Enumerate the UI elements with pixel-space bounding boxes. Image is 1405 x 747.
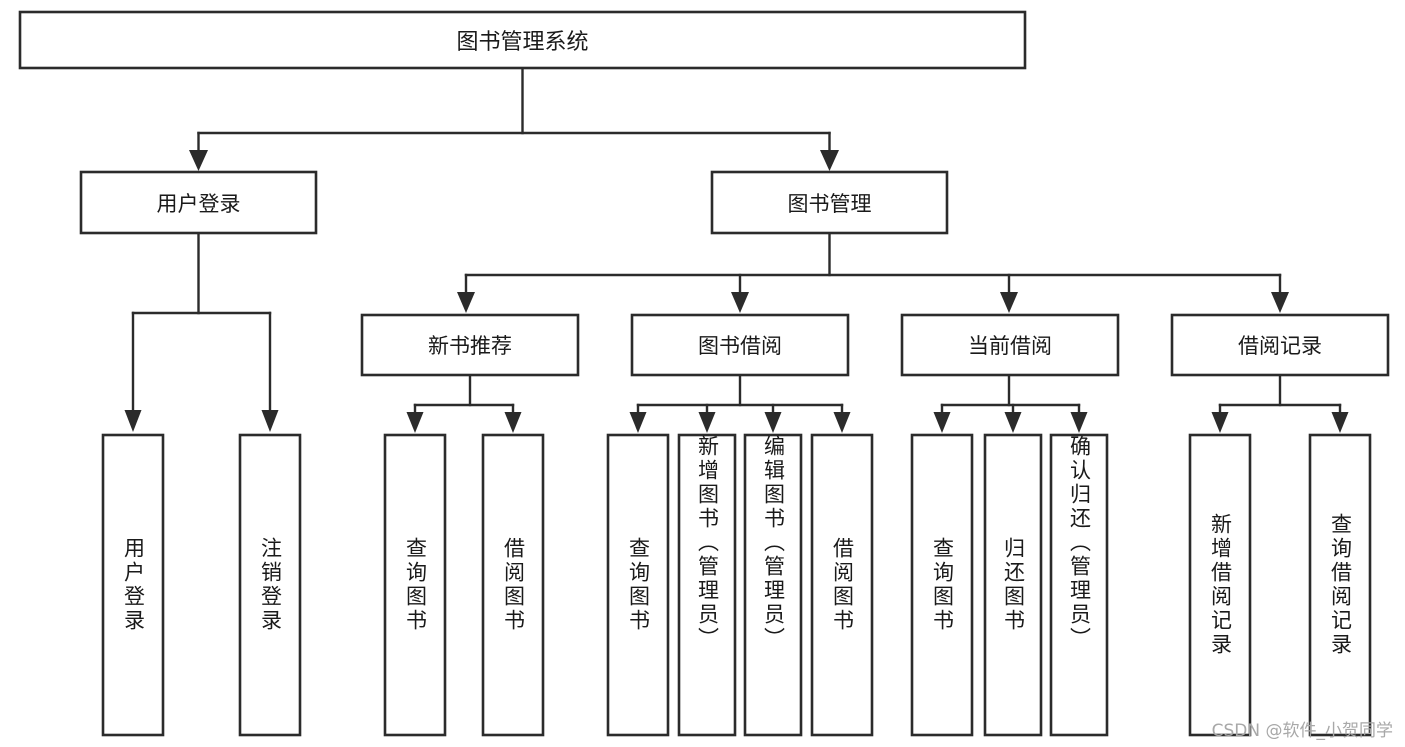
node-box-user-login[interactable] [79,170,318,235]
leaf-box-bb-add-book-admin[interactable] [677,433,737,737]
leaf-box-cb-return-book[interactable] [983,433,1043,737]
arrow-head-cb-query [933,412,951,433]
arrow-head-cb-return [1004,412,1022,433]
arrow-head-nb-query [406,412,424,433]
leaf-box-bb-query-book[interactable] [606,433,670,737]
arrow-head-br-add [1211,412,1229,433]
node-box-book-borrow[interactable] [630,313,850,377]
leaf-box-logout[interactable] [238,433,302,737]
leaf-box-cb-query-book[interactable] [910,433,974,737]
arrow-head-leaf-logout [261,410,279,432]
arrow-head-br-query [1331,412,1349,433]
arrow-head-new-book-rec [457,292,475,313]
node-box-new-book-recommend[interactable] [360,313,580,377]
leaf-box-user-login[interactable] [101,433,165,737]
arrow-head-cb-confirm [1070,412,1088,433]
arrow-head-user-login [189,150,208,171]
leaf-box-cb-confirm-return-admin[interactable] [1049,433,1109,737]
leaf-box-bb-edit-book-admin[interactable] [743,433,803,737]
arrow-head-bb-edit [764,412,782,433]
node-box-root[interactable] [18,10,1027,70]
node-box-borrow-record[interactable] [1170,313,1390,377]
leaf-box-br-add-record[interactable] [1188,433,1252,737]
connectors-layer [124,66,1349,433]
arrow-head-borrow-record [1271,292,1289,313]
arrow-head-leaf-user-login [124,410,142,432]
leaf-box-br-query-record[interactable] [1308,433,1372,737]
boxes-layer [18,10,1390,737]
leaf-box-nb-query-book[interactable] [383,433,447,737]
leaf-box-bb-borrow-book[interactable] [810,433,874,737]
arrow-head-bb-borrow [833,412,851,433]
arrow-head-book-borrow [731,292,749,313]
leaf-box-nb-borrow-book[interactable] [481,433,545,737]
arrow-head-bb-add [698,412,716,433]
arrow-head-current-borrow [1000,292,1018,313]
node-box-current-borrow[interactable] [900,313,1120,377]
node-box-book-management[interactable] [710,170,949,235]
arrow-head-book-mgmt [820,150,839,171]
arrow-head-bb-query [629,412,647,433]
arrow-head-nb-borrow [504,412,522,433]
